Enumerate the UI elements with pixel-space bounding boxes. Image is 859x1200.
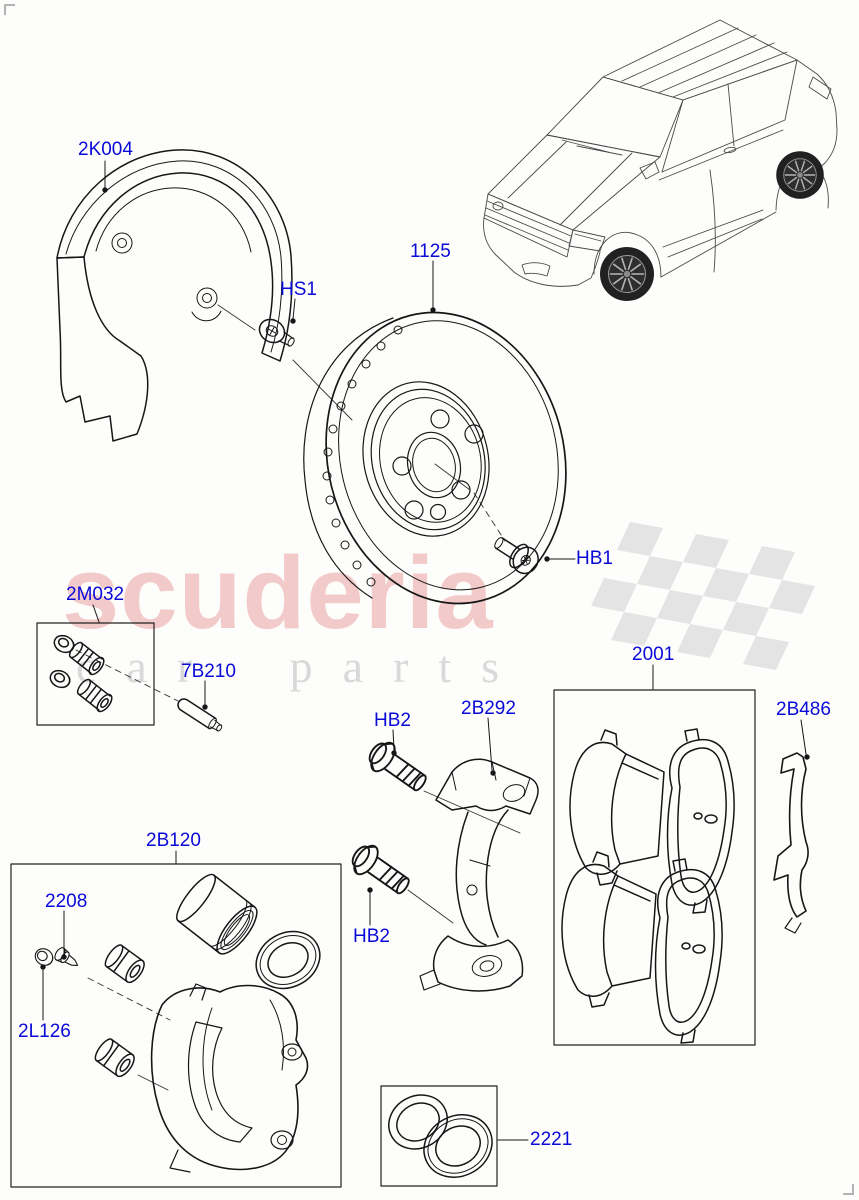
label-carrier-bolt-lower[interactable]: HB2: [353, 926, 390, 947]
label-seal-kit[interactable]: 2221: [530, 1129, 573, 1150]
label-carrier-bolt-upper[interactable]: HB2: [374, 710, 411, 731]
label-dust-shield[interactable]: 2K004: [78, 139, 133, 160]
label-caliper-kit[interactable]: 2B120: [146, 830, 201, 851]
seal-kit-art: [388, 1094, 493, 1178]
brake-disc-art: [303, 311, 567, 605]
label-bleed-screw-cap[interactable]: 2L126: [18, 1021, 71, 1042]
brake-pad-kit-art: [561, 728, 735, 1044]
checkered-flag-watermark: [591, 522, 815, 670]
label-brake-pad-kit[interactable]: 2001: [632, 644, 675, 665]
label-brake-disc[interactable]: 1125: [410, 241, 451, 262]
leader-lines: [40, 160, 810, 1141]
label-bleed-screw[interactable]: 2208: [45, 891, 88, 912]
label-pad-retaining-clip[interactable]: 2B486: [776, 699, 831, 720]
carrier-bolt-upper-art: [362, 735, 434, 800]
guide-pin-kit-art: [46, 631, 116, 715]
crop-mark-bottom-right: [843, 1184, 854, 1195]
label-shield-screw[interactable]: HS1: [280, 279, 317, 300]
carrier-bolt-lower-art: [345, 838, 417, 903]
caliper-kit-art: [34, 873, 321, 1173]
watermark-tagline: car parts: [76, 641, 530, 692]
brake-dust-shield-art: [56, 149, 293, 442]
assembly-axis-lines: [75, 304, 521, 1091]
caliper-carrier-art: [419, 758, 539, 992]
disc-screw-art: [494, 537, 539, 575]
label-guide-pin[interactable]: 7B210: [181, 661, 236, 682]
label-carrier-bracket[interactable]: 2B292: [461, 698, 516, 719]
watermark-brand: scuderia: [62, 535, 494, 650]
label-guide-pin-kit[interactable]: 2M032: [66, 584, 125, 605]
label-disc-screw[interactable]: HB1: [576, 548, 613, 569]
vehicle-illustration: [483, 19, 838, 302]
guide-pin-art: [177, 698, 223, 732]
shield-screw-art: [258, 318, 295, 347]
crop-mark-top-left: [4, 4, 15, 15]
kit-boxes: [10, 622, 756, 1188]
pad-retaining-clip-art: [773, 752, 809, 934]
